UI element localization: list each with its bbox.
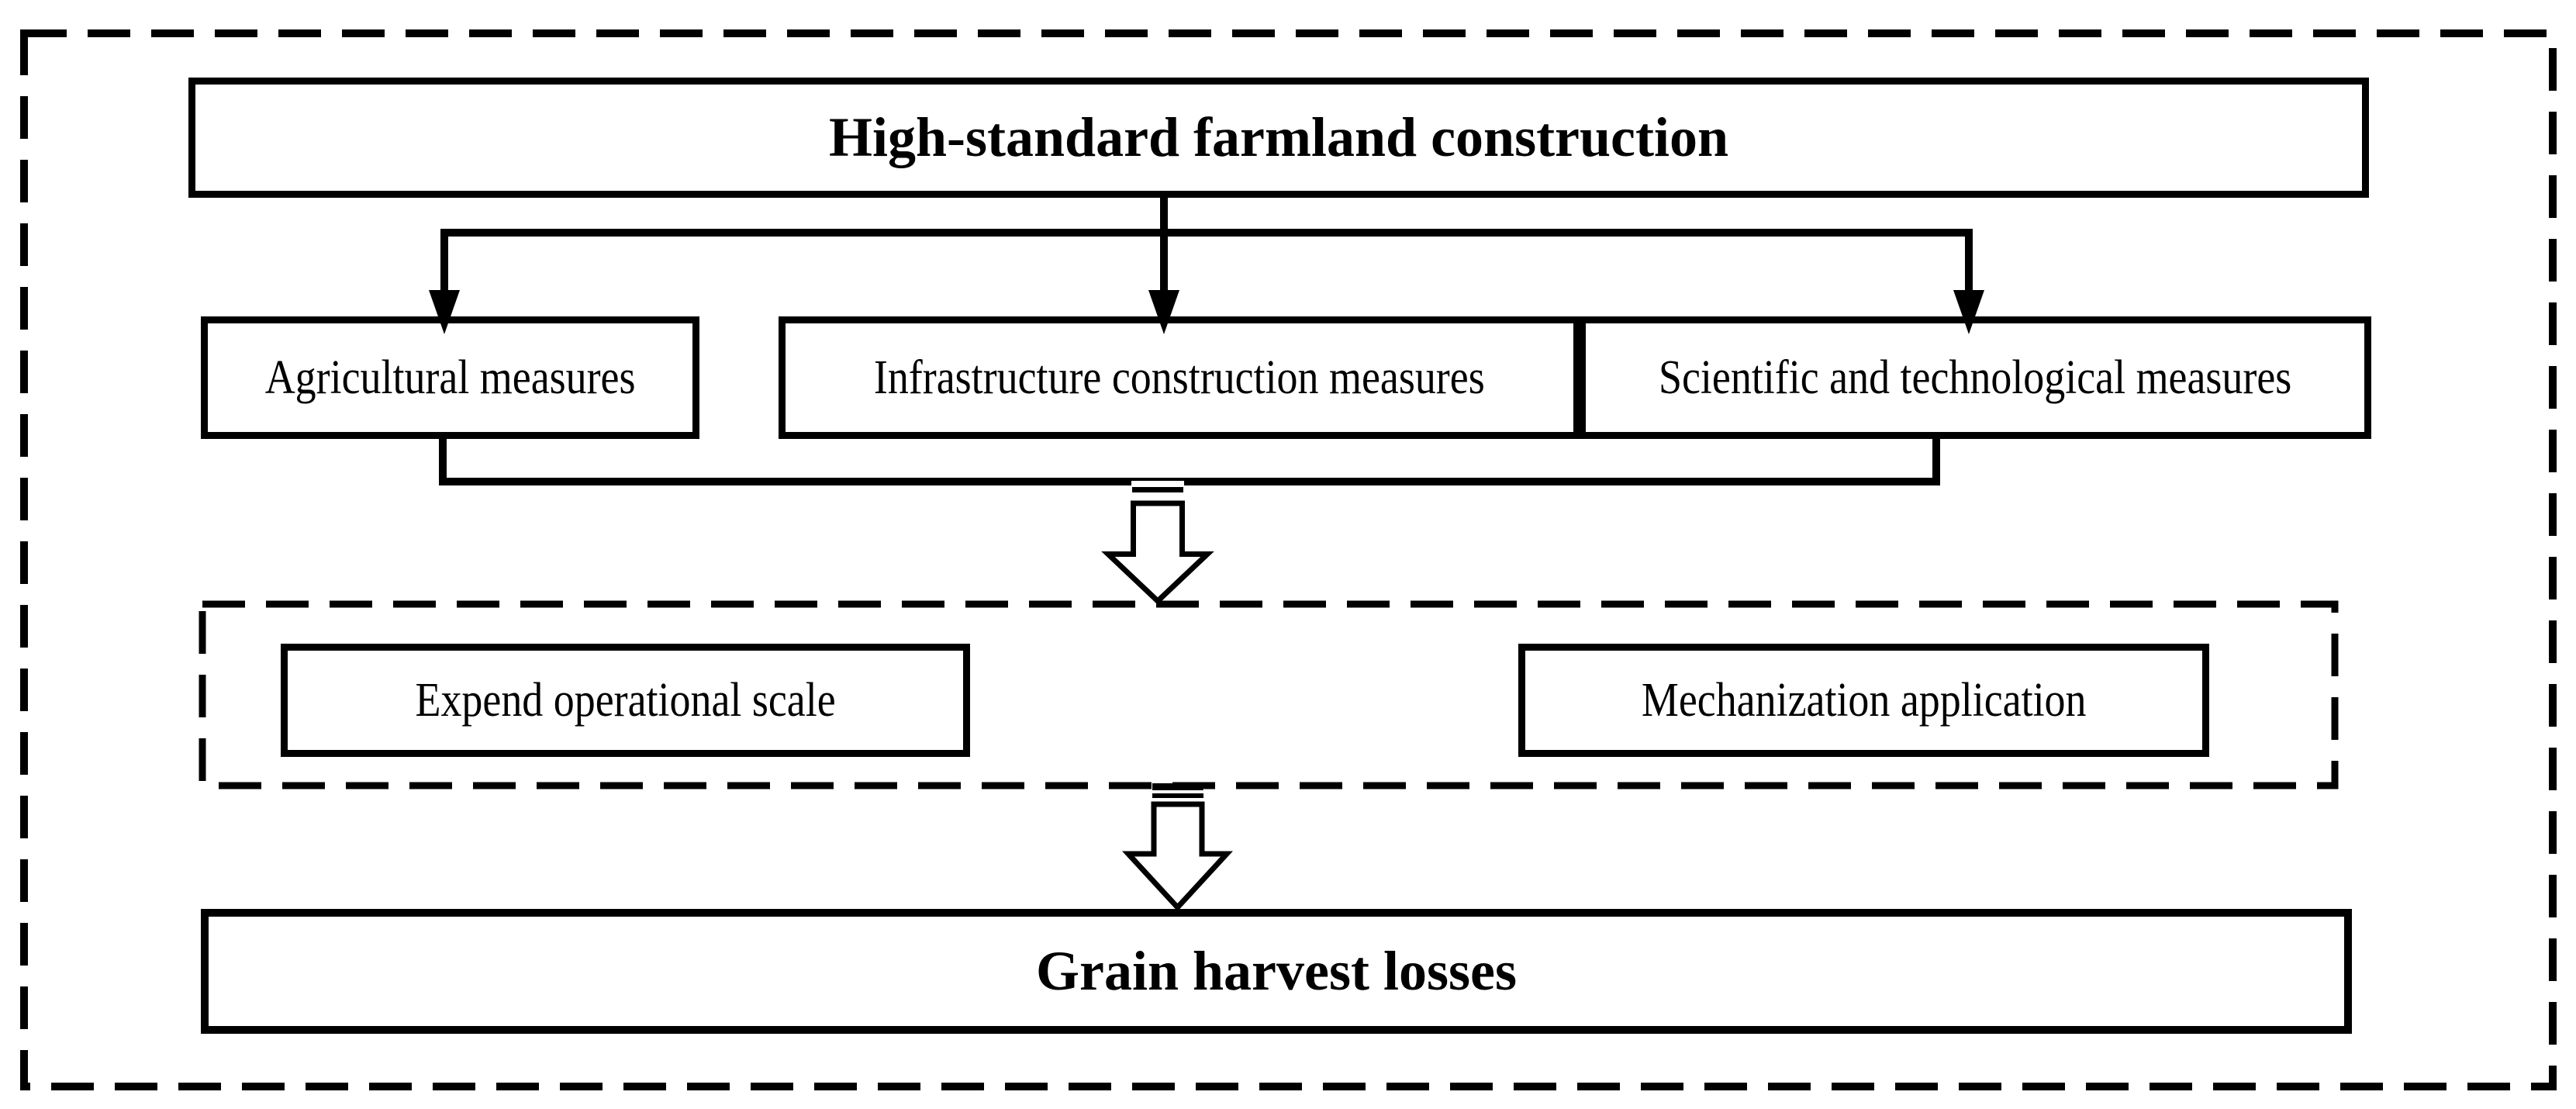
merge-left-line [439,422,447,485]
branch-left-arrow-line [440,233,448,295]
inner-dashed-border [199,600,2339,789]
result-box-grain-losses: Grain harvest losses [201,909,2352,1034]
merge-right-line [1932,422,1940,485]
measure-box-scientific-label: Scientific and technological measures [1658,351,2292,404]
measure-box-scientific: Scientific and technological measures [1579,316,2371,439]
down-arrowhead-center-icon [1148,290,1179,334]
merge-rail-line [439,478,1940,485]
measure-box-agricultural-label: Agricultural measures [264,351,636,404]
measure-box-agricultural: Agricultural measures [201,316,699,439]
down-arrowhead-right-icon [1953,290,1984,334]
down-arrowhead-left-icon [429,290,460,334]
result-box-grain-losses-label: Grain harvest losses [1036,940,1517,1002]
down-block-arrow-lower-icon [1122,783,1233,912]
outcome-box-operational-scale: Expend operational scale [281,644,970,757]
title-box: High-standard farmland construction [188,78,2369,198]
down-block-arrow-upper-icon [1101,481,1214,605]
branch-right-arrow-line [1965,233,1973,295]
outer-dashed-border [20,29,2557,1090]
branch-center-arrow-line [1160,233,1168,295]
outcome-box-mechanization-label: Mechanization application [1641,673,2087,727]
branch-rail-line [440,229,1973,237]
outcome-box-mechanization: Mechanization application [1518,644,2209,757]
title-box-label: High-standard farmland construction [828,106,1729,168]
measure-box-infrastructure-label: Infrastructure construction measures [874,351,1485,404]
outcome-box-operational-scale-label: Expend operational scale [415,673,836,727]
title-drop-line [1160,184,1168,237]
measure-box-infrastructure: Infrastructure construction measures [779,316,1580,439]
